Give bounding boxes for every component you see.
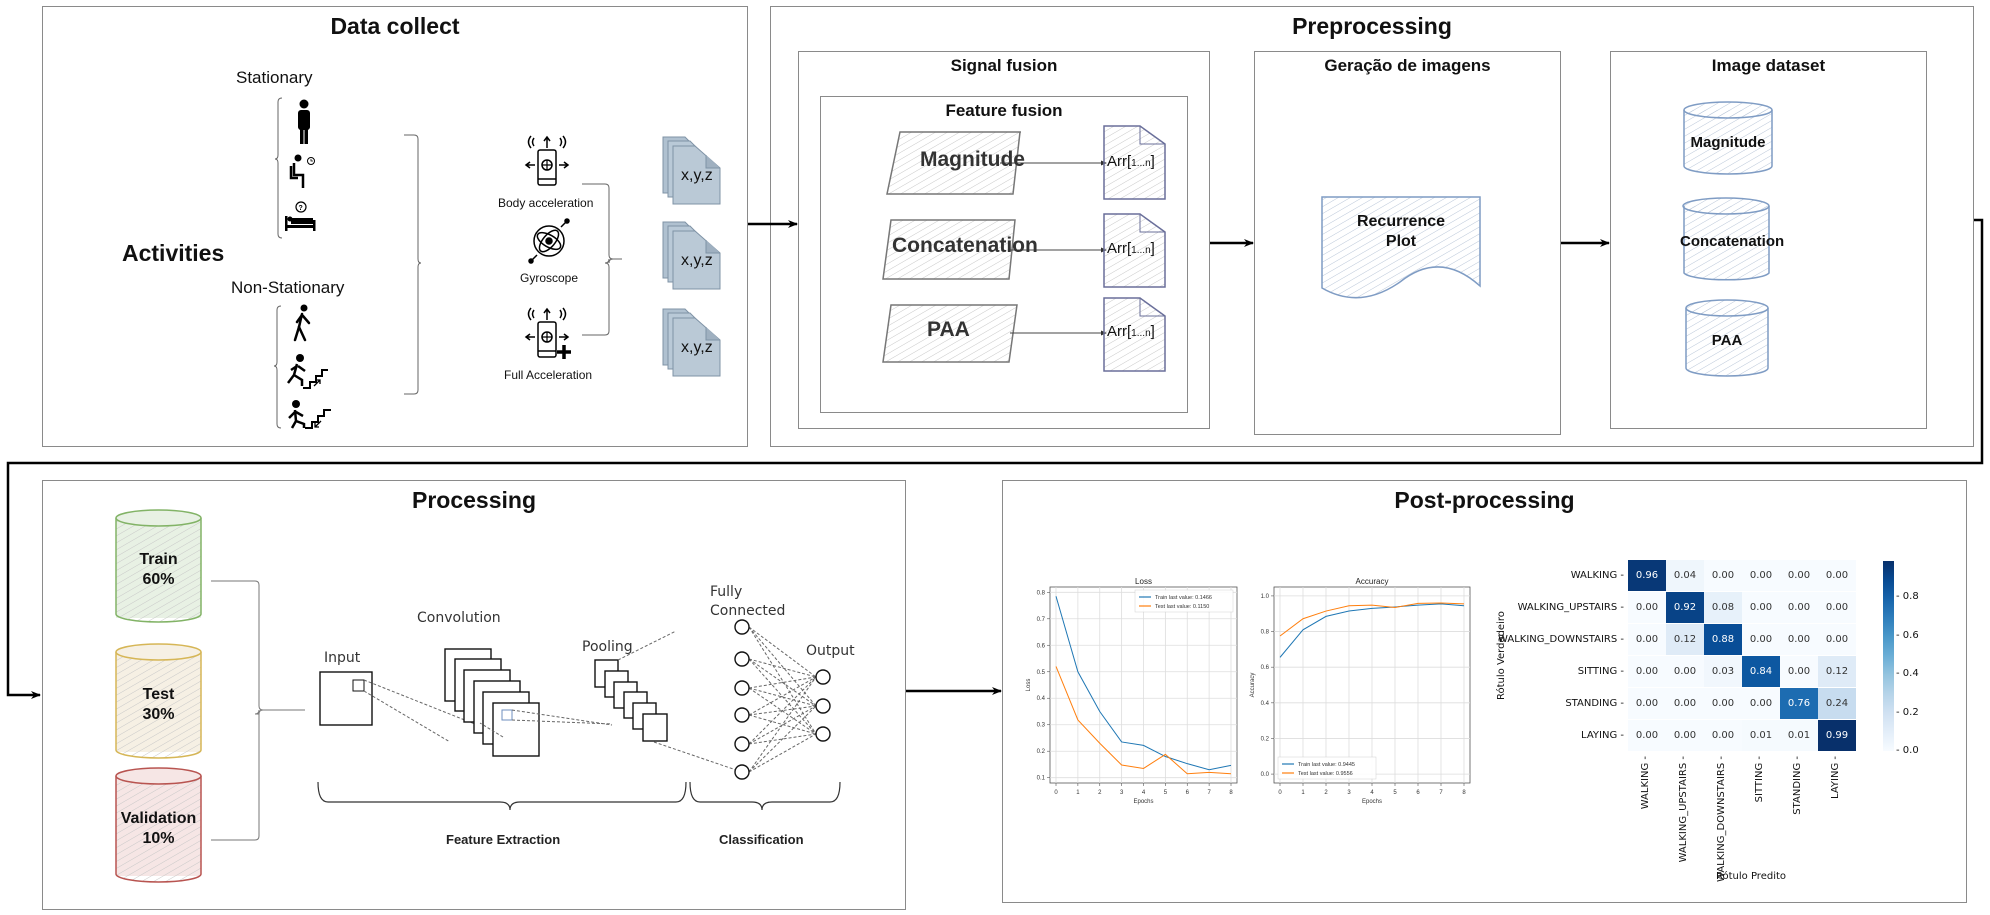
confusion-matrix-row-label: WALKING_DOWNSTAIRS - [1498, 634, 1624, 645]
array-label-2: Arr[1...n] [1107, 240, 1155, 257]
confusion-matrix-cell: 0.00 [1780, 656, 1818, 687]
confusion-matrix-col-labels: - WALKING - WALKING_UPSTAIRS - WALKING_DOW… [1628, 756, 1856, 882]
split-label-test: Test 30% [142, 686, 175, 723]
xyz-file-label-2: x,y,z [681, 252, 713, 269]
confusion-matrix-row-label: STANDING - [1565, 698, 1624, 709]
activities-label: Activities [122, 240, 225, 266]
confusion-matrix-cell: 0.00 [1666, 688, 1704, 719]
cnn-input-label: Input [324, 650, 361, 666]
confusion-matrix-col-label: - STANDING [1792, 756, 1803, 815]
confusion-matrix-cell: 0.01 [1780, 720, 1818, 751]
confusion-matrix-col-label: - LAYING [1830, 756, 1841, 799]
classification-label: Classification [719, 832, 804, 847]
confusion-matrix-col-label: - WALKING_UPSTAIRS [1678, 756, 1689, 863]
confusion-matrix-row-label: WALKING_UPSTAIRS - [1517, 602, 1624, 613]
dataset-label-concatenation: Concatenation [1680, 233, 1785, 250]
feature-method-paa: PAA [927, 318, 970, 341]
confusion-matrix-cell: 0.08 [1704, 592, 1742, 623]
confusion-matrix-cell: 0.00 [1704, 560, 1742, 591]
sensor-label-body-acceleration: Body acceleration [498, 196, 594, 210]
confusion-matrix-row-label: SITTING - [1577, 666, 1624, 677]
confusion-matrix-cell: 0.76 [1780, 688, 1818, 719]
array-label-3: Arr[1...n] [1107, 323, 1155, 340]
image-generation-title: Geração de imagens [1324, 56, 1491, 75]
data-collect-panel: Data collect [42, 6, 748, 447]
confusion-matrix-cell: 0.00 [1780, 560, 1818, 591]
colorbar-tick-label: - 0.0 [1896, 745, 1919, 756]
image-dataset-title: Image dataset [1711, 56, 1826, 75]
colorbar-tick-label: - 0.6 [1896, 629, 1919, 641]
confusion-matrix-cell: 0.04 [1666, 560, 1704, 591]
feature-method-magnitude: Magnitude [920, 148, 1025, 171]
confusion-matrix-cell: 0.00 [1818, 592, 1856, 623]
stationary-label: Stationary [236, 68, 313, 87]
confusion-matrix-cell: 0.00 [1818, 560, 1856, 591]
colorbar-tick-label: - 0.8 [1896, 591, 1919, 603]
confusion-matrix-cell: 0.00 [1628, 624, 1666, 655]
confusion-matrix-cell: 0.88 [1704, 624, 1742, 655]
confusion-matrix-cell: 0.00 [1780, 592, 1818, 623]
confusion-matrix-cell: 0.00 [1628, 656, 1666, 687]
sensor-label-full-acceleration: Full Acceleration [504, 368, 593, 382]
confusion-matrix-cell: 0.01 [1742, 720, 1780, 751]
confusion-matrix-cell: 0.00 [1666, 656, 1704, 687]
colorbar [1883, 561, 1894, 751]
confusion-matrix-cell: 0.12 [1666, 624, 1704, 655]
confusion-matrix-cell: 0.12 [1818, 656, 1856, 687]
confusion-matrix-cell: 0.00 [1628, 720, 1666, 751]
confusion-matrix-ylabel: Rótulo Verdadeiro [1496, 611, 1507, 700]
confusion-matrix-cell: 0.03 [1704, 656, 1742, 687]
cnn-convolution-label: Convolution [417, 610, 501, 626]
split-label-validation: Validation 10% [120, 810, 197, 847]
confusion-matrix-row-label: WALKING - [1570, 570, 1624, 581]
dataset-label-paa: PAA [1711, 332, 1743, 349]
feature-method-concatenation: Concatenation [892, 234, 1038, 257]
confusion-matrix-col-label: - SITTING [1754, 756, 1765, 803]
confusion-matrix-col-label: - WALKING_DOWNSTAIRS [1716, 756, 1727, 882]
feature-fusion-title: Feature fusion [945, 101, 1063, 120]
non-stationary-label: Non-Stationary [231, 278, 345, 297]
confusion-matrix-cell: 0.00 [1628, 688, 1666, 719]
data-collect-title: Data collect [330, 13, 460, 39]
confusion-matrix-cell: 0.92 [1666, 592, 1704, 623]
cnn-pooling-label: Pooling [582, 639, 633, 655]
confusion-matrix-cell: 0.96 [1628, 560, 1666, 591]
confusion-matrix-cell: 0.00 [1704, 688, 1742, 719]
confusion-matrix-col-label: - WALKING [1640, 756, 1651, 810]
confusion-matrix-cell: 0.24 [1818, 688, 1856, 719]
confusion-matrix-cell: 0.00 [1780, 624, 1818, 655]
feature-extraction-label: Feature Extraction [446, 832, 561, 847]
confusion-matrix-cell: 0.00 [1704, 720, 1742, 751]
confusion-matrix-cell: 0.00 [1742, 688, 1780, 719]
cnn-fully-connected-label: Fully Connected [710, 584, 786, 619]
colorbar-tick-label: - 0.2 [1896, 706, 1919, 718]
dataset-label-magnitude: Magnitude [1690, 134, 1766, 151]
confusion-matrix-cell: 0.00 [1666, 720, 1704, 751]
recurrence-plot-label: Recurrence Plot [1356, 213, 1446, 250]
colorbar-ticks: - 0.0 - 0.2 - 0.4 - 0.6 - 0.8 [1894, 561, 1934, 756]
split-label-train: Train 60% [139, 551, 178, 588]
cnn-output-label: Output [806, 643, 855, 659]
xyz-file-label-1: x,y,z [681, 167, 713, 184]
post-processing-title: Post-processing [1394, 487, 1575, 513]
confusion-matrix-row-labels: WALKING - WALKING_UPSTAIRS - WALKING_DOWNS… [1480, 560, 1624, 752]
xyz-file-label-3: x,y,z [681, 339, 713, 356]
confusion-matrix-xlabel: Rótulo Predito [1716, 871, 1787, 882]
sensor-label-gyroscope: Gyroscope [520, 271, 579, 285]
colorbar-tick-label: - 0.4 [1896, 668, 1919, 680]
confusion-matrix-row-label: LAYING - [1581, 730, 1624, 741]
confusion-matrix-cell: 0.00 [1742, 624, 1780, 655]
confusion-matrix-cell: 0.99 [1818, 720, 1856, 751]
confusion-matrix-cell: 0.00 [1742, 592, 1780, 623]
confusion-matrix-cell: 0.00 [1818, 624, 1856, 655]
preprocessing-title: Preprocessing [1292, 13, 1452, 39]
confusion-matrix-cell: 0.00 [1742, 560, 1780, 591]
array-label-1: Arr[1...n] [1107, 153, 1155, 170]
confusion-matrix-cell: 0.84 [1742, 656, 1780, 687]
processing-title: Processing [412, 487, 536, 513]
signal-fusion-title: Signal fusion [950, 56, 1058, 75]
confusion-matrix-cell: 0.00 [1628, 592, 1666, 623]
